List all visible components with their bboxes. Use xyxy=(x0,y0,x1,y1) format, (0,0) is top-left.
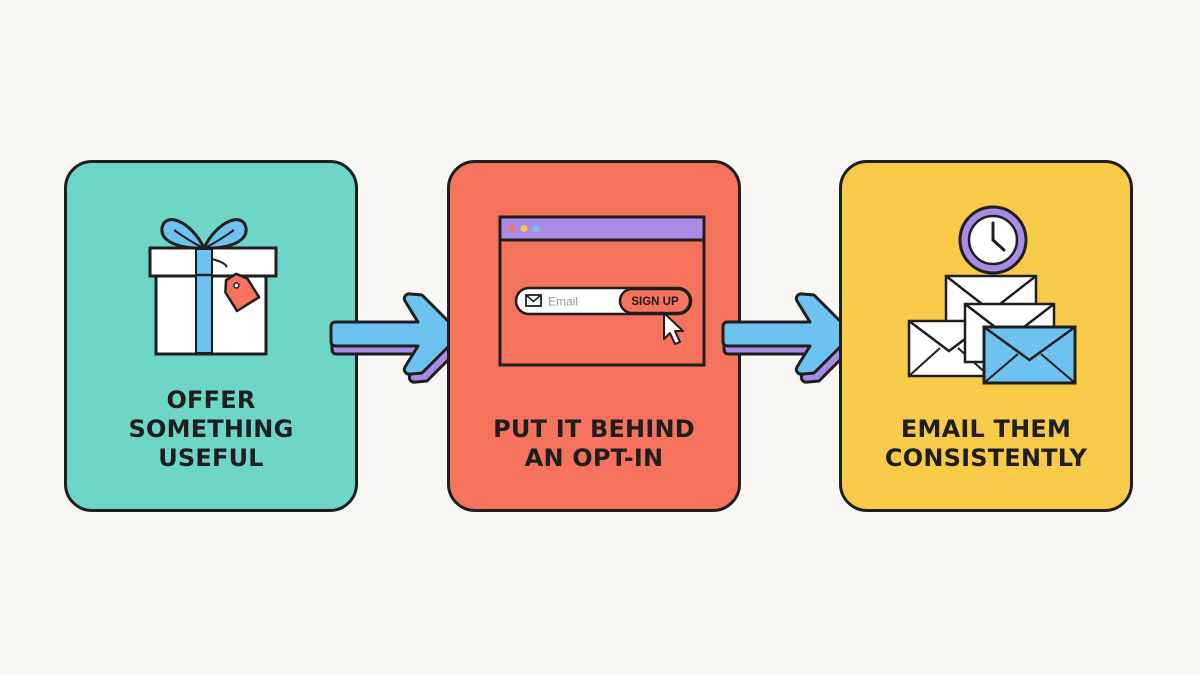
arrow-right-icon xyxy=(329,292,468,384)
label-line: PUT IT BEHIND xyxy=(493,415,695,443)
step-card-opt-in: Email SIGN UP PUT IT BEHIND AN OPT-IN xyxy=(447,160,741,512)
window-dot-icon xyxy=(532,225,540,232)
email-placeholder[interactable]: Email xyxy=(548,295,578,309)
step-label-email: EMAIL THEM CONSISTENTLY xyxy=(852,415,1120,473)
label-line: USEFUL xyxy=(158,444,264,472)
mail-icon xyxy=(525,294,542,307)
label-line: SOMETHING xyxy=(128,415,294,443)
window-dot-icon xyxy=(520,225,528,232)
sign-up-label[interactable]: SIGN UP xyxy=(631,296,679,308)
browser-signup-icon: Email SIGN UP xyxy=(498,215,706,367)
step-label-offer: OFFER SOMETHING USEFUL xyxy=(77,386,345,473)
gift-icon xyxy=(148,218,278,356)
window-dot-icon xyxy=(508,225,516,232)
clock-icon xyxy=(958,205,1028,275)
sign-up-button[interactable] xyxy=(618,287,692,315)
label-line: EMAIL THEM xyxy=(900,415,1072,443)
step-card-offer: OFFER SOMETHING USEFUL xyxy=(64,160,358,512)
label-line: AN OPT-IN xyxy=(524,444,664,472)
label-line: CONSISTENTLY xyxy=(884,444,1088,472)
arrow-right-icon xyxy=(721,292,860,384)
label-line: OFFER xyxy=(166,386,256,414)
envelopes-clock-icon xyxy=(907,205,1077,385)
cursor-icon xyxy=(663,312,684,345)
envelope-icon xyxy=(982,325,1077,385)
step-card-email: EMAIL THEM CONSISTENTLY xyxy=(839,160,1133,512)
step-label-opt-in: PUT IT BEHIND AN OPT-IN xyxy=(460,415,728,473)
